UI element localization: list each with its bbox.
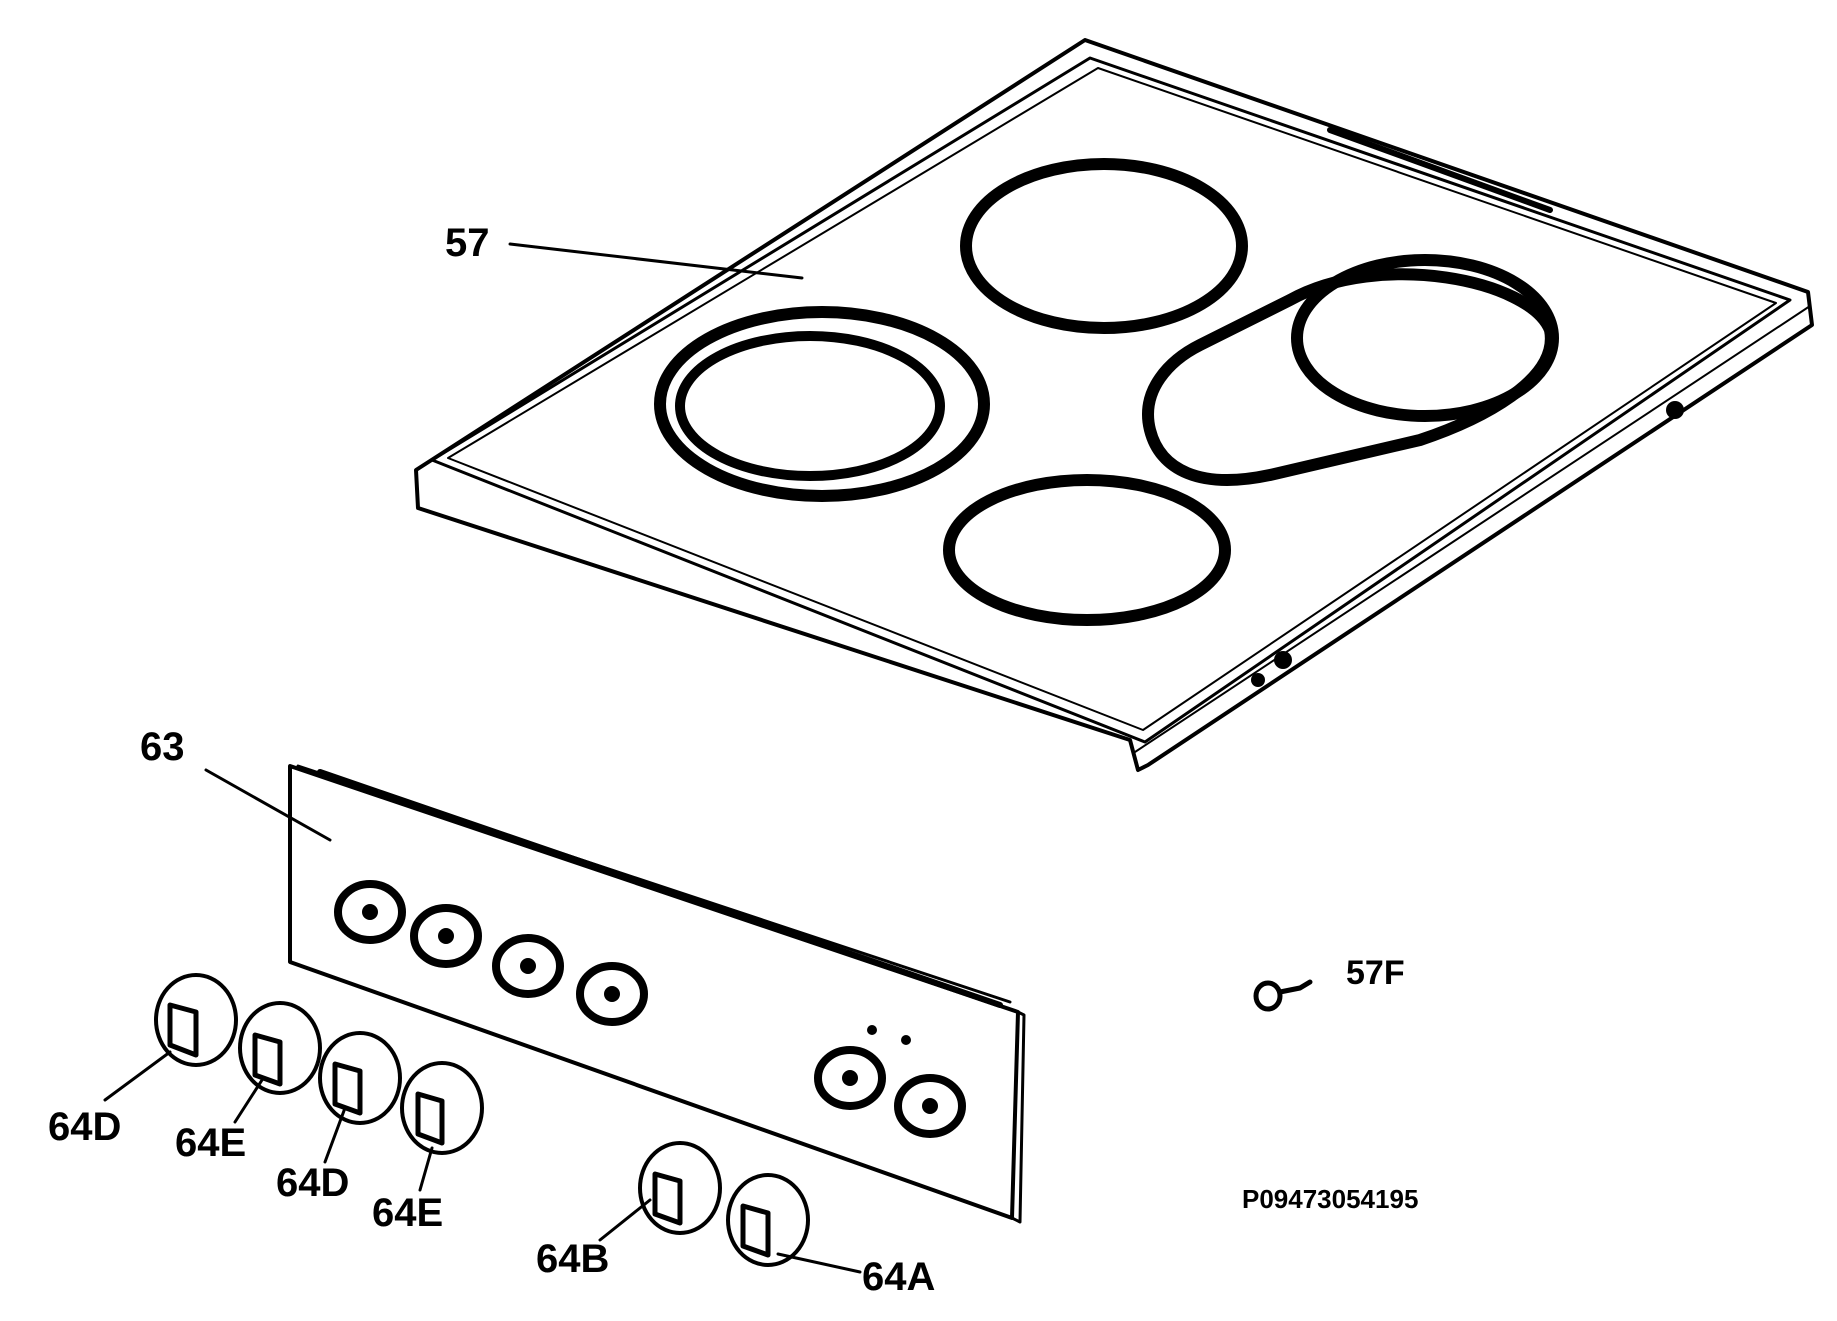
cooking-zone-oval-extended (1142, 268, 1557, 486)
control-panel (288, 764, 1026, 1224)
cooking-zone-rear-right (1291, 254, 1559, 422)
cooking-zone-front (943, 474, 1231, 626)
panel-knob-seat-4 (576, 962, 648, 1026)
label-57: 57 (445, 221, 490, 265)
knob-64d-right (318, 1031, 402, 1125)
label-63: 63 (140, 725, 185, 769)
knob-64e-right (400, 1061, 484, 1155)
leader-lines (103, 242, 862, 1274)
hob-side-hole-1 (1666, 401, 1684, 419)
hob-side-hole-2 (1274, 651, 1292, 669)
indicator-light-2 (901, 1035, 911, 1045)
label-64e-right: 64E (372, 1191, 443, 1235)
hob-side-hole-3 (1251, 673, 1265, 687)
panel-knob-seat-2 (410, 904, 482, 968)
cooking-zone-dual-outer (654, 306, 990, 502)
cooking-zone-rear-left (960, 158, 1248, 334)
panel-knob-seat-3 (492, 934, 564, 998)
panel-knob-seat-1 (334, 880, 406, 944)
label-64d-left: 64D (48, 1105, 121, 1149)
knob-64b (638, 1141, 722, 1235)
ceramic-hob-top (414, 38, 1814, 772)
knob-64e-left (238, 1001, 322, 1095)
label-64e-left: 64E (175, 1121, 246, 1165)
label-64a: 64A (862, 1255, 935, 1299)
panel-knob-seat-5 (814, 1046, 886, 1110)
indicator-light-1 (867, 1025, 877, 1035)
panel-knob-seat-6 (894, 1074, 966, 1138)
cooking-zone-dual-inner (675, 331, 945, 481)
label-64d-right: 64D (276, 1161, 349, 1205)
knob-64a (726, 1173, 810, 1267)
screw-57f (1253, 979, 1313, 1012)
part-code: P09473054195 (1242, 1184, 1418, 1214)
knob-64d-left (154, 973, 238, 1067)
label-57f: 57F (1346, 954, 1405, 992)
label-64b: 64B (536, 1237, 609, 1281)
